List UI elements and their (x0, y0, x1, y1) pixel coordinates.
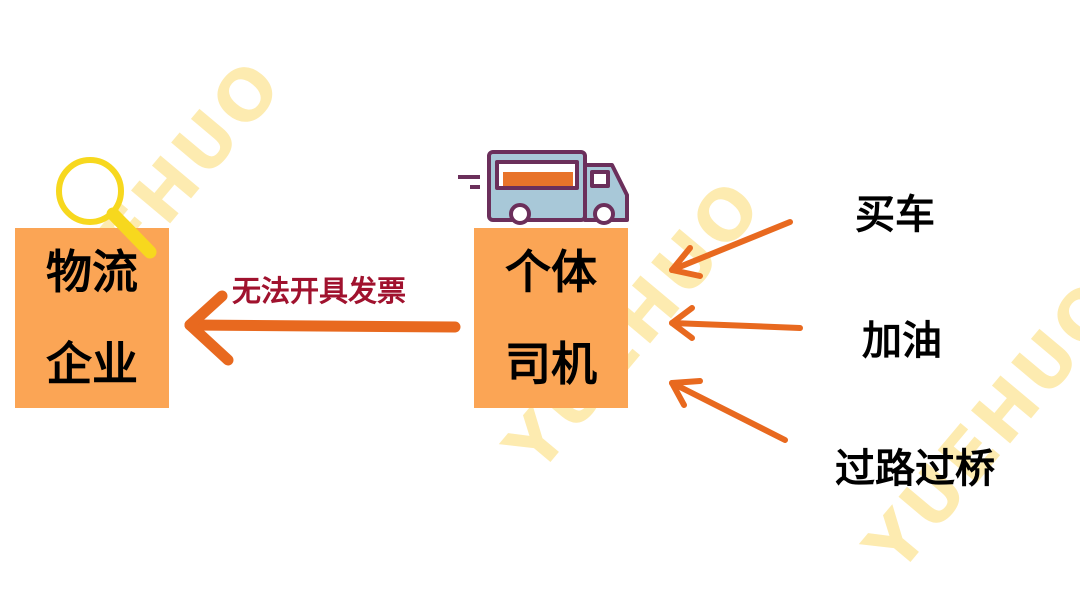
expense-tolls: 过路过桥 (835, 446, 995, 492)
box-text: 企业 (46, 337, 138, 391)
box-text: 个体 (505, 245, 597, 299)
expense-fuel: 加油 (862, 318, 942, 364)
arrow-label: 无法开具发票 (232, 274, 407, 308)
expense-buy-truck: 买车 (855, 192, 935, 238)
logistics-company-box: 物流 企业 (15, 228, 169, 408)
arrow-to-company (184, 290, 461, 366)
individual-driver-box: 个体 司机 (474, 228, 628, 408)
truck-icon (458, 150, 629, 225)
magnifier-icon (56, 157, 157, 259)
expense-arrows (669, 219, 803, 443)
box-text: 物流 (46, 245, 138, 299)
box-text: 司机 (505, 337, 597, 391)
